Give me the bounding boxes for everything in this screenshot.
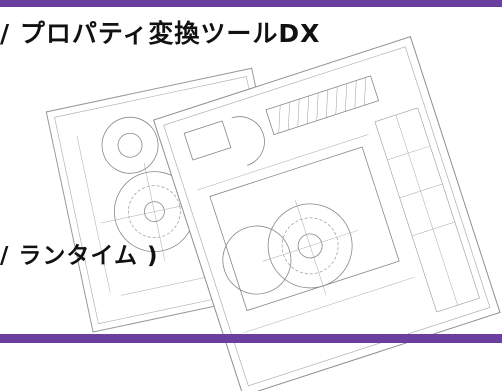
drawing-sheet-front (152, 36, 501, 391)
bottom-accent-bar (0, 334, 502, 343)
banner-subtitle: / ランタイム ) (0, 243, 159, 269)
banner-title: / プロパティ変換ツールDX (0, 19, 321, 48)
top-accent-bar (0, 0, 502, 7)
